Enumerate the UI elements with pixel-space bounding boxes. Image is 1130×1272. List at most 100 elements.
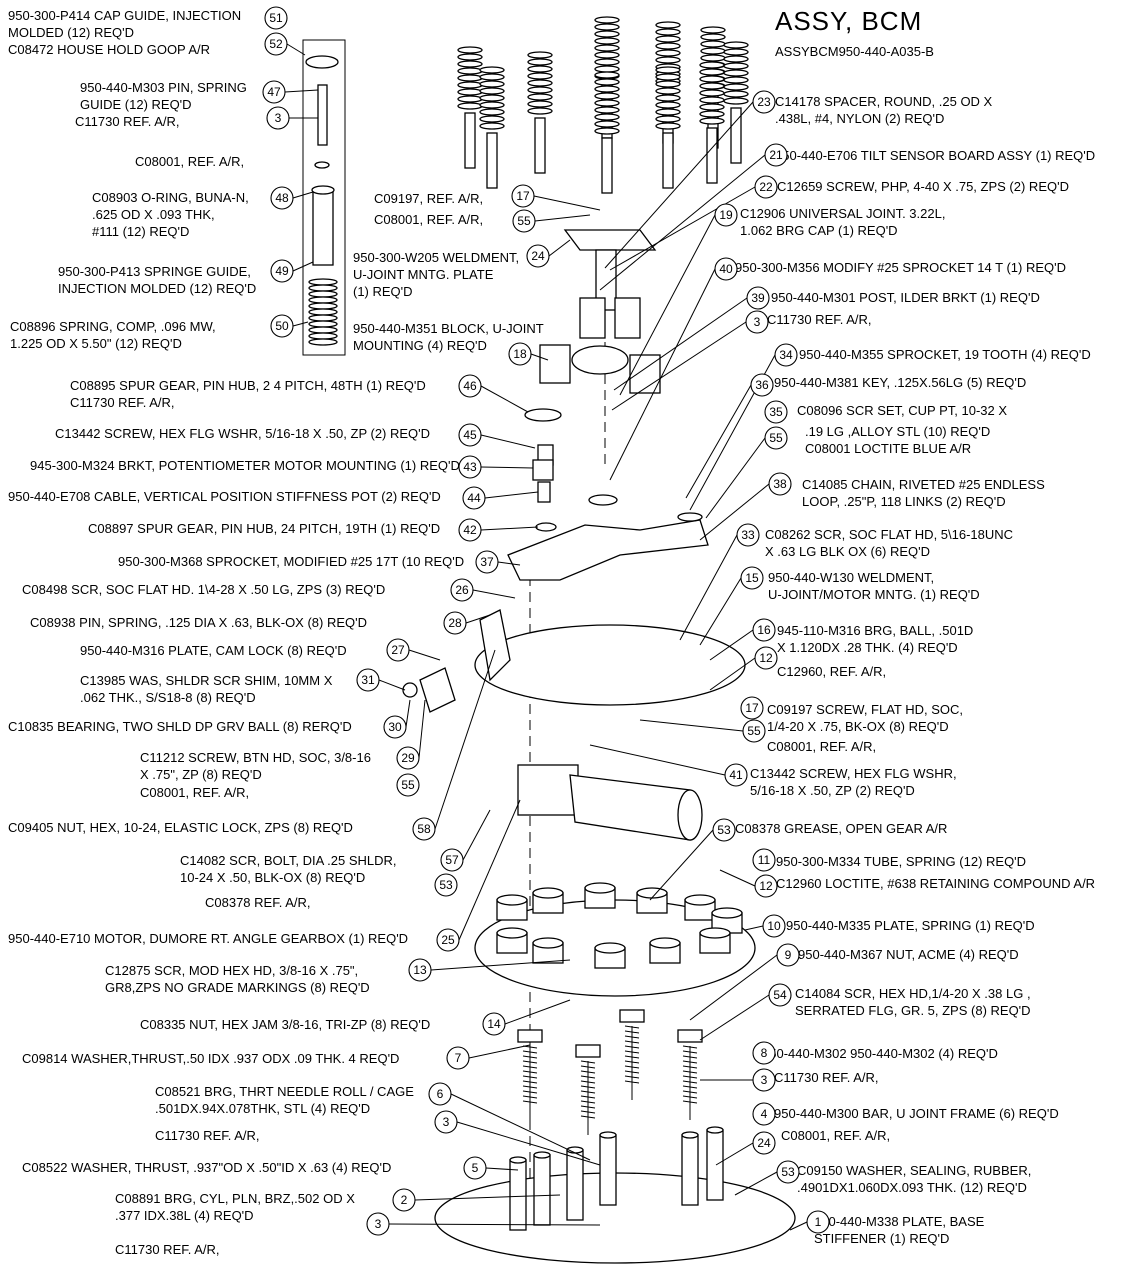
leader-line (715, 1142, 754, 1166)
spring-tube-group (496, 882, 743, 969)
spring-coil (699, 75, 725, 83)
callout-12: C12960 LOCTITE, #638 RETAINING COMPOUND … (719, 869, 1095, 898)
callout-14: C08335 NUT, HEX JAM 3/8-16, TRI-ZP (8) R… (140, 999, 571, 1036)
leader-line (611, 321, 747, 411)
spring-coil (594, 106, 620, 114)
spring-tube-top (699, 927, 731, 939)
callout-26: C08498 SCR, SOC FLAT HD. 1\4-28 X .50 LG… (22, 578, 516, 602)
guide-stem (706, 127, 718, 184)
gearbox (517, 764, 579, 816)
balloon-number: 9 (785, 948, 792, 962)
balloon-number: 41 (729, 768, 743, 782)
spring-coil (457, 74, 483, 82)
balloon-number: 58 (417, 822, 431, 836)
spring-coil (457, 60, 483, 68)
leader-line (649, 829, 714, 901)
leader-line (609, 268, 716, 481)
coil-turn (308, 296, 338, 304)
spring-detail-exploded (302, 39, 346, 356)
balloon (752, 1102, 776, 1126)
callout-57: C14082 SCR, BOLT, DIA .25 SHLDR,10-24 X … (180, 809, 491, 885)
callout-text: 1/4-20 X .75, BK-OX (8) REQ'D (767, 719, 949, 734)
spring-coil (700, 54, 726, 62)
leader-line (414, 1194, 561, 1201)
callout-38: C14085 CHAIN, RIVETED #25 ENDLESS LOOP, .… (699, 472, 1045, 541)
callout-text: .4901DX1.060DX.093 THK. (12) REQ'D (797, 1180, 1027, 1195)
spring-coil (723, 41, 749, 49)
balloon-number: 33 (741, 528, 755, 542)
balloon-number: 35 (769, 405, 783, 419)
callout-text: C11730 REF. A/R, (70, 395, 175, 410)
leader-line (734, 1171, 778, 1196)
callout-24: 950-300-W205 WELDMENT,U-JOINT MNTG. PLAT… (353, 239, 571, 299)
spring-coil (457, 53, 483, 61)
spring-coil (457, 81, 483, 89)
coil-turn (308, 338, 338, 346)
compression-spring (308, 278, 338, 346)
balloon-number: 43 (463, 460, 477, 474)
callout-text: (1) REQ'D (353, 284, 413, 299)
spring-coil (699, 110, 725, 118)
spring-coil (655, 42, 681, 50)
spring-coil (723, 55, 749, 63)
callout-text: 950-300-M334 TUBE, SPRING (12) REQ'D (776, 854, 1026, 869)
leader-line (709, 657, 756, 691)
leader-line (719, 869, 756, 887)
leader-line (480, 466, 534, 469)
callout-text: C14178 SPACER, ROUND, .25 OD X (775, 94, 993, 109)
balloon-number: 5 (472, 1161, 479, 1175)
leader-line (456, 1121, 601, 1166)
balloon (764, 400, 788, 424)
callout-35: C08096 SCR SET, CUP PT, 10-32 X35 (764, 400, 1007, 424)
callout-text: SERRATED FLG, GR. 5, ZPS (8) REQ'D (795, 1003, 1031, 1018)
callout-text: C08262 SCR, SOC FLAT HD, 5\16-18UNC (765, 527, 1013, 542)
spring-coil (457, 88, 483, 96)
callout-text: .062 THK., S/S18-8 (8) REQ'D (80, 690, 256, 705)
callout-text: LOOP, .25"P, 118 LINKS (2) REQ'D (802, 494, 1006, 509)
balloon-number: 25 (441, 933, 455, 947)
leader-line (589, 744, 726, 776)
balloon-number: 55 (401, 778, 415, 792)
callout-6: C08521 BRG, THRT NEEDLE ROLL / CAGE.501D… (155, 1082, 591, 1161)
spring-coil (655, 108, 681, 116)
callout-text: 950-440-E708 CABLE, VERTICAL POSITION ST… (8, 489, 441, 504)
spring-coil (479, 94, 505, 102)
callout-text: MOLDED (12) REQ'D (8, 25, 134, 40)
dumore-motor (569, 774, 691, 841)
callout-text: C09814 WASHER,THRUST,.50 IDX .937 ODX .0… (22, 1051, 399, 1066)
callout-text: 950-440-E706 TILT SENSOR BOARD ASSY (1) … (775, 148, 1095, 163)
callout-text: C14085 CHAIN, RIVETED #25 ENDLESS (802, 477, 1045, 492)
spring-guide-top (311, 185, 335, 195)
callout-text: C08001, REF. A/R, (135, 154, 244, 169)
balloon-number: 6 (437, 1087, 444, 1101)
spring-guide-assembly (527, 51, 553, 174)
spring-coil (699, 89, 725, 97)
spring-coil (479, 66, 505, 74)
callout-40: 950-300-M356 MODIFY #25 SPROCKET 14 T (1… (609, 257, 1066, 481)
spring-coil (594, 16, 620, 24)
callout-text: 950-440-M335 PLATE, SPRING (1) REQ'D (786, 918, 1035, 933)
callout-39: 950-440-M301 POST, ILDER BRKT (1) REQ'D3… (613, 286, 1040, 391)
spring-coil (594, 51, 620, 59)
callout-text: C11730 REF. A/R, (774, 1070, 879, 1085)
spring-tube-top (594, 942, 626, 954)
spring-coil (594, 23, 620, 31)
acme-nut (619, 1009, 645, 1023)
balloon-number: 46 (463, 379, 477, 393)
spring-tube-top (496, 894, 528, 906)
leader-line (548, 239, 571, 257)
balloon-number: 29 (401, 751, 415, 765)
callout-text: C12960, REF. A/R, (777, 664, 886, 679)
leader-line (468, 1044, 531, 1059)
callout-text: .377 IDX.38L (4) REQ'D (115, 1208, 254, 1223)
balloon-number: 54 (773, 988, 787, 1002)
callout-text: C09197 SCREW, FLAT HD, SOC, (767, 702, 963, 717)
leader-line (533, 195, 601, 211)
callout-text: 1.225 OD X 5.50" (12) REQ'D (10, 336, 182, 351)
callout-text: .625 OD X .093 THK, (92, 207, 215, 222)
spring-coil (479, 122, 505, 130)
spring-coil (594, 71, 620, 79)
spring-tube-top (711, 907, 743, 919)
leader-line (685, 384, 752, 499)
